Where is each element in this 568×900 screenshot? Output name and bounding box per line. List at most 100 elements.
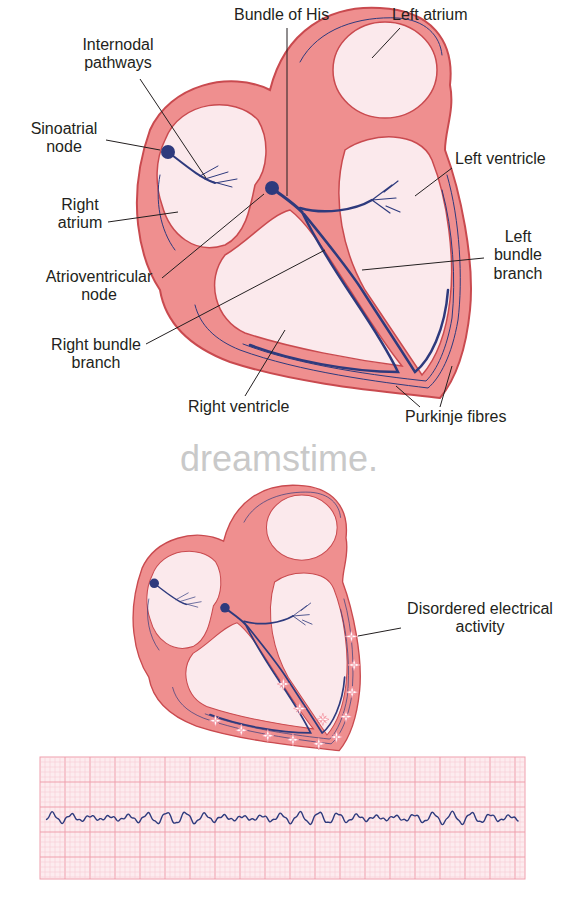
leader-line — [396, 386, 420, 407]
spark — [348, 659, 360, 671]
grid-line — [455, 757, 456, 879]
grid-line — [275, 757, 276, 879]
grid-line — [40, 782, 525, 783]
grid-line — [40, 862, 525, 863]
grid-line — [225, 757, 226, 879]
leader-line — [140, 79, 206, 178]
grid-line — [265, 757, 266, 879]
grid-line — [320, 757, 321, 879]
ecg-trace — [46, 811, 519, 825]
part-label: Left atrium — [392, 6, 468, 24]
fibrillating-heart — [133, 485, 360, 750]
grid-line — [45, 757, 46, 879]
grid-line — [60, 757, 61, 879]
spark — [313, 738, 325, 750]
leader-line — [415, 168, 452, 196]
grid-line — [40, 792, 525, 793]
grid-line — [40, 857, 525, 858]
grid-line — [40, 772, 525, 773]
spark — [287, 734, 299, 746]
ecg-paper — [40, 757, 525, 879]
spark — [294, 702, 306, 714]
grid-line — [80, 757, 81, 879]
spark — [340, 711, 352, 723]
grid-line — [365, 757, 366, 879]
grid-line — [375, 757, 376, 879]
grid-line — [340, 757, 341, 879]
part-label: Purkinje fibres — [405, 408, 506, 426]
grid-line — [280, 757, 281, 879]
grid-line — [480, 757, 481, 879]
part-label: Right bundle branch — [38, 336, 154, 373]
grid-line — [55, 757, 56, 879]
grid-line — [195, 757, 196, 879]
ecg-grid — [40, 757, 525, 879]
grid-line — [435, 757, 436, 879]
grid-line — [40, 847, 525, 848]
grid-line — [40, 842, 525, 843]
leader-lines — [106, 28, 484, 636]
grid-line — [50, 757, 51, 879]
grid-line — [145, 757, 146, 879]
grid-line — [260, 757, 261, 879]
grid-line — [155, 757, 156, 879]
grid-line — [40, 832, 525, 833]
grid-line — [325, 757, 326, 879]
grid-line — [120, 757, 121, 879]
grid-line — [40, 762, 525, 763]
spark — [277, 678, 289, 690]
leader-line — [372, 28, 400, 58]
grid-line — [415, 757, 416, 879]
spark — [209, 715, 221, 727]
grid-line — [315, 757, 316, 879]
grid-line — [40, 877, 525, 878]
bottom-heart — [133, 485, 360, 750]
spark — [346, 686, 358, 698]
grid-line — [310, 757, 311, 879]
grid-line — [395, 757, 396, 879]
part-label: Left ventricle — [455, 150, 546, 168]
leader-line — [287, 28, 288, 196]
grid-line — [405, 757, 406, 879]
grid-line — [130, 757, 131, 879]
grid-line — [185, 757, 186, 879]
grid-line — [235, 757, 236, 879]
grid-line — [215, 757, 216, 879]
grid-line — [40, 797, 525, 798]
grid-line — [270, 757, 271, 879]
part-label: Sinoatrial node — [12, 120, 116, 157]
grid-line — [40, 827, 525, 828]
part-label: Disordered electrical activity — [404, 600, 556, 637]
ecg-trace-group — [46, 811, 519, 825]
grid-line — [345, 757, 346, 879]
grid-line — [290, 757, 291, 879]
grid-line — [170, 757, 171, 879]
grid-line — [300, 757, 301, 879]
grid-line — [40, 867, 525, 868]
grid-line — [445, 757, 446, 879]
grid-line — [500, 757, 501, 879]
grid-line — [250, 757, 251, 879]
leader-line — [440, 366, 452, 407]
watermark: dreamstime. — [180, 438, 378, 479]
spark — [235, 724, 247, 736]
grid-line — [245, 757, 246, 879]
grid-line — [40, 807, 525, 808]
grid-line — [510, 757, 511, 879]
part-label: Bundle of His — [234, 6, 329, 24]
leader-line — [362, 258, 484, 270]
grid-line — [490, 757, 491, 879]
grid-line — [40, 767, 525, 768]
leader-line — [245, 330, 285, 396]
spark — [330, 731, 342, 743]
grid-line — [255, 757, 256, 879]
grid-line — [205, 757, 206, 879]
grid-line — [175, 757, 176, 879]
grid-line — [40, 822, 525, 823]
grid-line — [425, 757, 426, 879]
grid-line — [165, 757, 166, 879]
grid-line — [440, 757, 441, 879]
grid-line — [40, 777, 525, 778]
